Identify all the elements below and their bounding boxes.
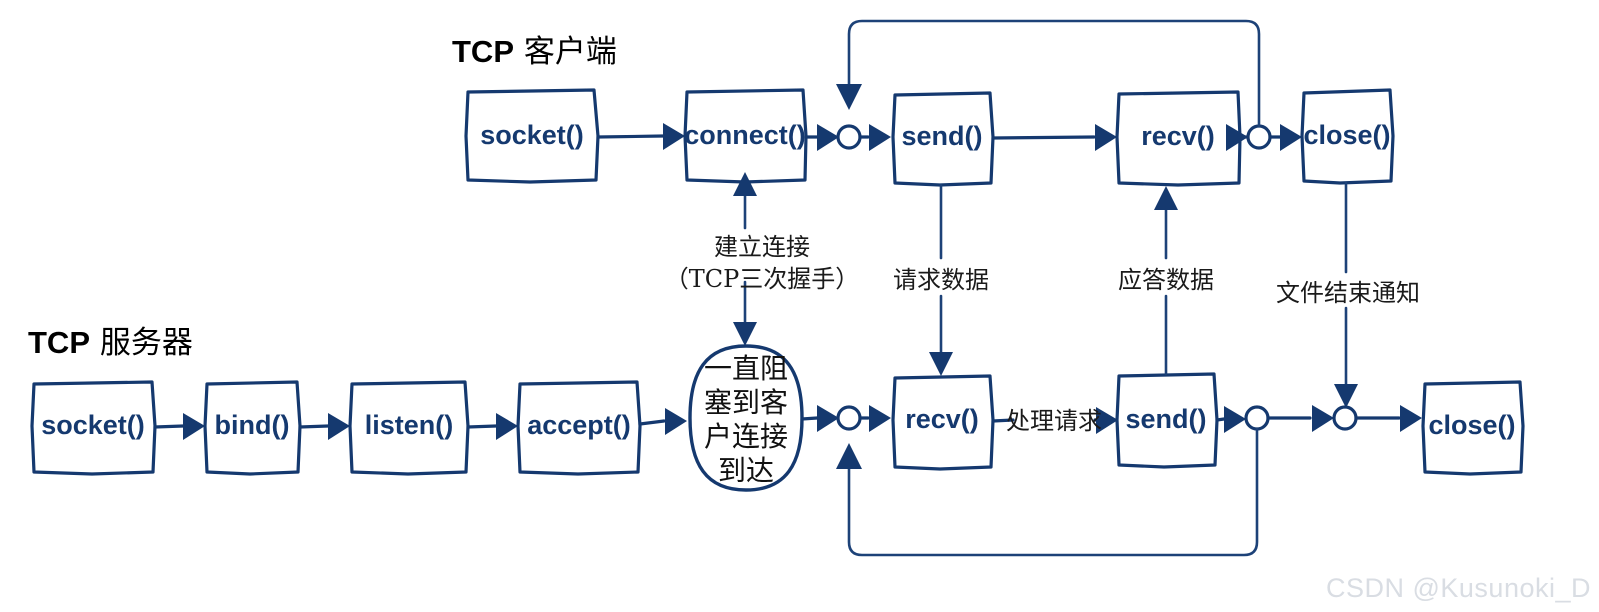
edge-connect-handshake-up bbox=[733, 172, 757, 230]
node-label: recv() bbox=[1141, 121, 1215, 151]
server-section-title: TCP 服务器 bbox=[28, 317, 193, 362]
node-server-close[interactable]: close() bbox=[1421, 380, 1525, 476]
watermark: CSDN @Kusunoki_D bbox=[1325, 573, 1591, 603]
node-label: send() bbox=[1126, 404, 1207, 434]
edge-server-bind-to-listen bbox=[298, 413, 350, 440]
edge-client-connect-to-junction bbox=[804, 124, 839, 151]
node-server-blocking-oval[interactable]: 一直阻 塞到客 户连接 到达 bbox=[688, 344, 804, 492]
node-server-bind[interactable]: bind() bbox=[203, 380, 302, 476]
annotation-line: 处理请求 bbox=[1006, 407, 1102, 435]
node-label: recv() bbox=[905, 404, 979, 434]
node-server-accept[interactable]: accept() bbox=[516, 380, 642, 476]
oval-line-1: 一直阻 bbox=[704, 352, 788, 385]
edge-client-send-to-recv bbox=[991, 124, 1117, 151]
node-label: accept() bbox=[527, 410, 631, 440]
client-title-latin: TCP bbox=[452, 34, 514, 69]
edge-server-send-to-junction bbox=[1215, 406, 1246, 433]
node-client-recv[interactable]: recv() bbox=[1115, 90, 1242, 187]
edge-handshake-down-to-oval bbox=[733, 280, 757, 346]
edge-server-recv-to-send bbox=[991, 407, 1118, 434]
annotation-line: 应答数据 bbox=[1118, 266, 1214, 294]
edge-server-oval-to-junction bbox=[800, 405, 839, 432]
annotation-response-data: 应答数据 bbox=[1118, 266, 1214, 294]
edge-client-socket-to-connect bbox=[596, 123, 685, 150]
server-title-latin: TCP bbox=[28, 325, 90, 360]
node-label: send() bbox=[902, 121, 983, 151]
node-label: close() bbox=[1428, 410, 1515, 440]
annotation-line: （TCP三次握手） bbox=[665, 265, 860, 293]
edge-server-socket-to-bind bbox=[153, 413, 205, 440]
edge-client-loopback-top bbox=[836, 19, 1261, 128]
edge-client-junction-to-close bbox=[1268, 124, 1302, 151]
client-title-cjk: 客户端 bbox=[514, 34, 617, 70]
node-client-socket[interactable]: socket() bbox=[464, 88, 600, 184]
node-server-socket[interactable]: socket() bbox=[30, 380, 157, 476]
annotation-request-data: 请求数据 bbox=[893, 266, 989, 294]
annotation-line: 建立连接 bbox=[714, 233, 810, 261]
node-label: listen() bbox=[365, 410, 454, 440]
annotation-line: 文件结束通知 bbox=[1276, 279, 1420, 307]
oval-line-4: 到达 bbox=[718, 454, 774, 487]
server-junction-recv-node bbox=[836, 405, 862, 431]
edge-server-accept-to-oval bbox=[638, 408, 687, 435]
oval-line-2: 塞到客 bbox=[704, 386, 788, 419]
node-server-listen[interactable]: listen() bbox=[348, 380, 470, 476]
edge-server-junction-send-to-close-junction bbox=[1266, 405, 1334, 432]
node-label: connect() bbox=[684, 120, 806, 150]
edge-server-junction-to-close bbox=[1354, 405, 1422, 432]
client-junction-send-node bbox=[836, 124, 862, 150]
client-junction-close-node bbox=[1246, 124, 1272, 150]
annotation-line: 请求数据 bbox=[893, 266, 989, 294]
edge-server-junction-to-recv bbox=[858, 405, 891, 432]
node-client-connect[interactable]: connect() bbox=[683, 88, 808, 184]
edge-response-data-up bbox=[1154, 186, 1178, 376]
node-server-recv[interactable]: recv() bbox=[891, 374, 995, 471]
node-client-close[interactable]: close() bbox=[1300, 88, 1395, 185]
edge-client-recv-to-junction bbox=[1226, 124, 1248, 151]
annotation-eof-notify: 文件结束通知 bbox=[1276, 279, 1420, 307]
annotation-handshake: 建立连接 （TCP三次握手） bbox=[665, 233, 860, 293]
server-title-cjk: 服务器 bbox=[90, 325, 193, 361]
oval-line-3: 户连接 bbox=[704, 420, 788, 453]
node-label: close() bbox=[1303, 120, 1390, 150]
client-section-title: TCP 客户端 bbox=[452, 26, 617, 71]
edge-client-junction-to-send bbox=[858, 124, 891, 151]
node-label: bind() bbox=[215, 410, 290, 440]
edge-eof-notify-down bbox=[1334, 181, 1358, 408]
annotation-process-request: 处理请求 bbox=[1006, 407, 1102, 435]
edge-server-listen-to-accept bbox=[466, 413, 518, 440]
edge-request-data-down bbox=[929, 183, 953, 376]
server-junction-send-node bbox=[1244, 405, 1270, 431]
node-client-send[interactable]: send() bbox=[891, 91, 995, 187]
edge-server-loopback-bottom bbox=[836, 427, 1259, 557]
server-junction-close-node bbox=[1332, 405, 1358, 431]
node-server-send[interactable]: send() bbox=[1115, 372, 1219, 469]
node-label: socket() bbox=[41, 410, 145, 440]
node-label: socket() bbox=[480, 120, 584, 150]
